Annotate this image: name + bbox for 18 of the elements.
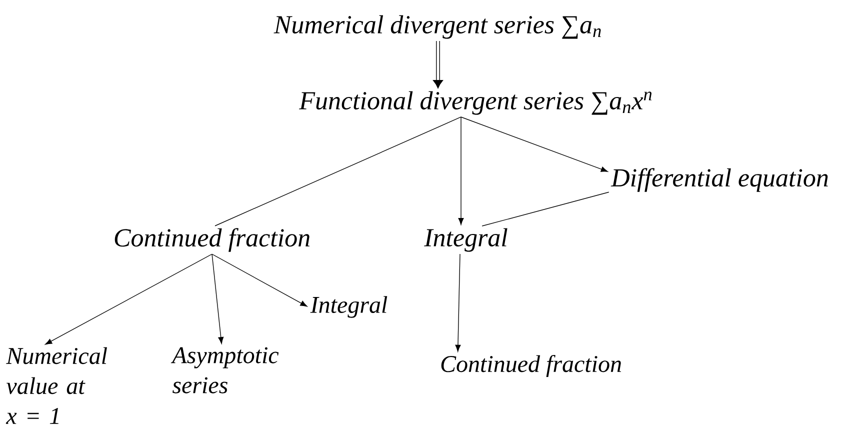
- arrow: [455, 254, 461, 352]
- arrow: [458, 116, 464, 225]
- connector-line: [214, 116, 462, 226]
- math-label: Functional divergent series ∑a$_{n}$x$^{n}$: [299, 91, 652, 115]
- math-label: Differential equation: [610, 168, 828, 192]
- math-label: Continued fraction: [114, 228, 310, 252]
- arrow: [460, 116, 608, 172]
- arrow: [432, 41, 444, 88]
- math-label: Numerical value at x = 1: [6, 347, 107, 424]
- arrow: [212, 254, 224, 344]
- math-label: Continued fraction: [441, 355, 622, 377]
- math-label: Integral: [310, 296, 388, 318]
- connector-line: [482, 192, 610, 226]
- math-label: Asymptotic series: [170, 347, 279, 394]
- math-label: Numerical divergent series ∑a$_{n}$: [274, 15, 601, 39]
- math-label: Integral: [424, 228, 508, 252]
- arrow: [212, 254, 308, 307]
- arrow: [45, 254, 212, 345]
